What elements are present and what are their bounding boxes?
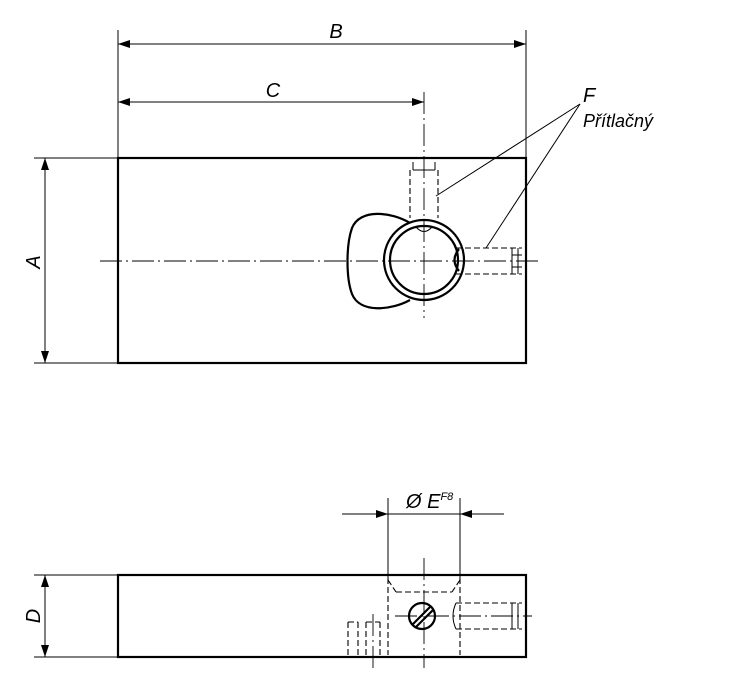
pressure-pin-tip xyxy=(453,248,460,272)
side-view: D Ø EF8 xyxy=(23,491,532,668)
side-hidden-screw-left xyxy=(347,614,381,668)
hidden-pressure-screw xyxy=(456,247,522,275)
dimension-d: D xyxy=(23,574,118,658)
callout-f-description: Přítlačný xyxy=(583,111,654,131)
dimension-b-label: B xyxy=(329,21,342,43)
dimension-b: B xyxy=(117,21,527,158)
dimension-c-label: C xyxy=(266,80,281,102)
callout-f: F Přítlačný xyxy=(435,85,654,249)
dimension-c: C xyxy=(118,80,424,106)
dimension-e-tolerance: F8 xyxy=(440,491,454,503)
dimension-e: Ø EF8 xyxy=(342,491,504,578)
dimension-e-label: Ø EF8 xyxy=(405,491,454,513)
screw-head xyxy=(407,601,437,631)
callout-f-label: F xyxy=(583,85,597,107)
screw-slot-b xyxy=(415,609,434,628)
bore-chamfer-left xyxy=(387,579,397,593)
top-view: A B C F Přítlačný xyxy=(23,21,654,365)
dimension-a-label: A xyxy=(23,255,45,269)
dimension-a: A xyxy=(23,157,118,364)
bore-notch-top xyxy=(415,226,433,232)
clamp-lever xyxy=(346,212,411,310)
hidden-screw-top xyxy=(409,162,439,218)
bore-inner xyxy=(388,224,460,296)
bore-chamfer-right xyxy=(451,579,461,593)
side-hidden-pressure-screw xyxy=(452,602,522,630)
bore-outer-ring xyxy=(382,218,466,302)
top-view-block-outline xyxy=(116,156,528,365)
dimension-d-label: D xyxy=(23,609,45,623)
screw-slot-a xyxy=(412,606,431,625)
